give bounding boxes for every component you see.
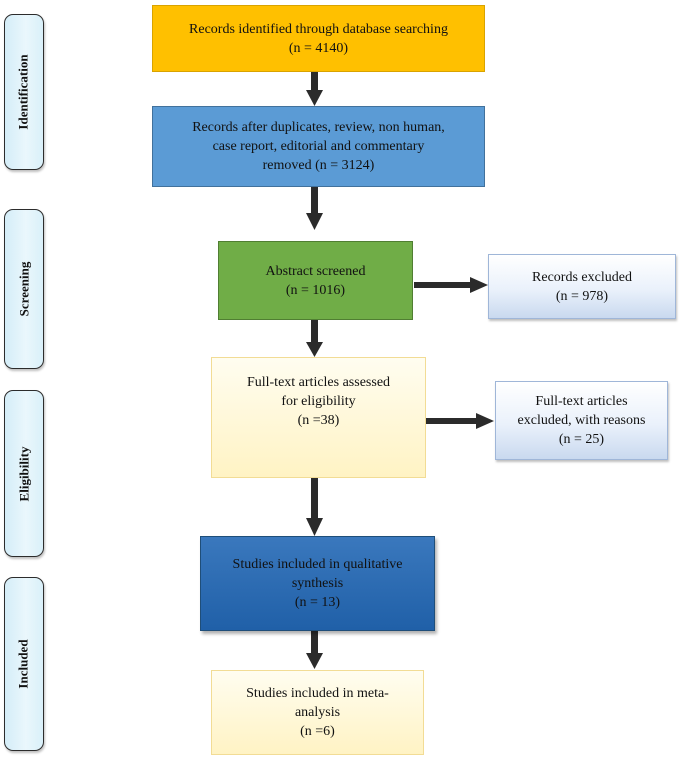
phase-identification: Identification bbox=[4, 14, 44, 170]
records-excluded-line-2: (n = 978) bbox=[555, 288, 609, 304]
full-text-assessed-line-3: (n =38) bbox=[297, 413, 340, 428]
full-text-assessed-box: Full-text articles assessed for eligibil… bbox=[211, 357, 426, 478]
arrow-down-1 bbox=[306, 72, 323, 106]
after-duplicates-line-3: removed (n = 3124) bbox=[262, 158, 375, 173]
full-text-excluded-line-3: (n = 25) bbox=[558, 432, 605, 447]
records-identified-line-2: (n = 4140) bbox=[288, 40, 349, 56]
abstract-screened-box: Abstract screened (n = 1016) bbox=[218, 241, 413, 320]
full-text-excluded-line-1: Full-text articles bbox=[535, 394, 628, 409]
qualitative-line-2: synthesis bbox=[291, 576, 344, 591]
abstract-screened-line-2: (n = 1016) bbox=[285, 282, 346, 298]
phase-included: Included bbox=[4, 577, 44, 751]
records-identified-box: Records identified through database sear… bbox=[152, 5, 485, 72]
arrow-down-4 bbox=[306, 478, 323, 536]
full-text-excluded-line-2: excluded, with reasons bbox=[517, 413, 646, 428]
after-duplicates-line-1: Records after duplicates, review, non hu… bbox=[192, 120, 445, 135]
qualitative-line-3: (n = 13) bbox=[294, 595, 341, 610]
phase-eligibility: Eligibility bbox=[4, 390, 44, 557]
arrow-down-5 bbox=[306, 631, 323, 669]
arrow-down-3 bbox=[306, 320, 323, 357]
meta-analysis-box: Studies included in meta- analysis (n =6… bbox=[211, 670, 424, 755]
meta-analysis-line-2: analysis bbox=[294, 705, 341, 720]
records-excluded-line-1: Records excluded bbox=[532, 269, 632, 285]
records-after-duplicates-box: Records after duplicates, review, non hu… bbox=[152, 106, 485, 187]
arrow-right-1 bbox=[414, 277, 488, 293]
after-duplicates-line-2: case report, editorial and commentary bbox=[212, 139, 425, 154]
records-identified-line-1: Records identified through database sear… bbox=[189, 21, 448, 37]
arrow-down-2 bbox=[306, 187, 323, 230]
records-excluded-box: Records excluded (n = 978) bbox=[488, 254, 676, 319]
qualitative-synthesis-box: Studies included in qualitative synthesi… bbox=[200, 536, 435, 631]
meta-analysis-line-1: Studies included in meta- bbox=[246, 686, 389, 701]
abstract-screened-line-1: Abstract screened bbox=[265, 263, 366, 279]
full-text-assessed-line-1: Full-text articles assessed bbox=[246, 375, 391, 390]
meta-analysis-line-3: (n =6) bbox=[300, 724, 335, 739]
qualitative-line-1: Studies included in qualitative bbox=[232, 557, 403, 572]
phase-screening: Screening bbox=[4, 209, 44, 369]
full-text-excluded-box: Full-text articles excluded, with reason… bbox=[495, 381, 668, 460]
full-text-assessed-line-2: for eligibility bbox=[281, 394, 356, 409]
arrow-right-2 bbox=[426, 413, 494, 429]
